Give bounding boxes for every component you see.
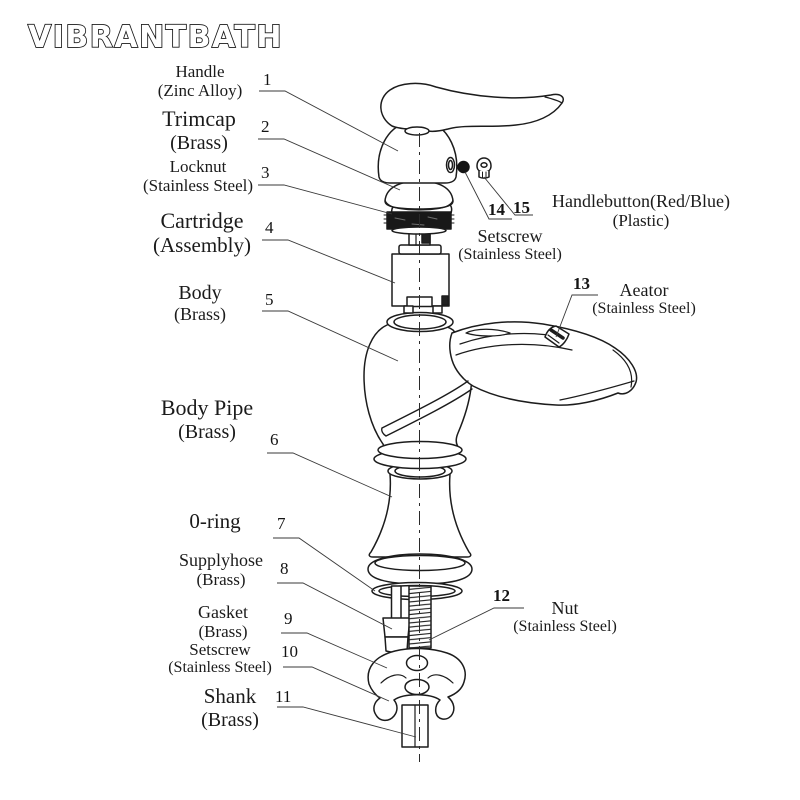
leader-12 — [428, 607, 524, 641]
label-o-ring: 0-ring — [189, 509, 241, 533]
label-gasket: Gasket (Brass) — [198, 602, 248, 642]
brand-logo: VIBRANTBATH — [28, 20, 283, 55]
callout-number-13: 13 — [573, 274, 590, 293]
callout-number-15: 15 — [513, 198, 530, 217]
label-setscrew-right: Setscrew (Stainless Steel) — [458, 226, 562, 264]
label-cartridge: Cartridge (Assembly) — [153, 208, 251, 257]
leader-15 — [483, 176, 533, 216]
handle-lever — [380, 82, 564, 133]
leader-1 — [259, 90, 399, 152]
callout-number-9: 9 — [284, 609, 293, 628]
callout-number-14: 14 — [488, 200, 505, 219]
callout-number-11: 11 — [275, 687, 292, 706]
label-supplyhose: Supplyhose (Brass) — [178, 550, 264, 590]
callout-number-3: 3 — [261, 163, 270, 182]
handle-part — [377, 82, 564, 184]
label-trimcap: Trimcap (Brass) — [162, 106, 236, 154]
label-shank: Shank (Brass) — [201, 684, 259, 731]
faucet-parts — [363, 82, 638, 748]
callout-number-4: 4 — [265, 218, 274, 237]
callout-number-10: 10 — [281, 642, 298, 661]
leader-11 — [277, 706, 417, 738]
callout-number-2: 2 — [261, 117, 270, 136]
leader-14 — [464, 171, 512, 220]
label-nut: Nut (Stainless Steel) — [513, 598, 617, 636]
leader-8 — [277, 582, 393, 630]
label-locknut: Locknut (Stainless Steel) — [142, 157, 254, 196]
handlebutton-part — [457, 160, 470, 174]
leader-5 — [262, 310, 399, 362]
callout-number-6: 6 — [270, 430, 279, 449]
cartridge-part — [391, 230, 450, 314]
label-body-pipe: Body Pipe (Brass) — [160, 395, 254, 443]
callout-number-1: 1 — [263, 70, 272, 89]
gasket-part — [367, 647, 466, 722]
label-body: Body (Brass) — [174, 282, 226, 325]
callout-number-5: 5 — [265, 290, 274, 309]
supplyhose-part — [382, 585, 411, 654]
shank-part — [401, 704, 429, 748]
leader-9 — [281, 632, 388, 669]
leader-6 — [267, 452, 393, 498]
callout-number-8: 8 — [280, 559, 289, 578]
label-handlebutton: Handlebutton(Red/Blue) (Plastic) — [552, 191, 730, 231]
label-handle: Handle (Zinc Alloy) — [157, 62, 243, 101]
label-setscrew-left: Setscrew (Stainless Steel) — [168, 640, 272, 677]
leader-lines — [258, 90, 598, 738]
setscrew-part — [476, 157, 492, 179]
label-aeator: Aeator (Stainless Steel) — [592, 280, 696, 318]
leader-4 — [262, 239, 396, 284]
callout-number-7: 7 — [277, 514, 286, 533]
leader-2 — [258, 138, 401, 191]
leader-13 — [555, 294, 598, 338]
leader-7 — [273, 537, 376, 592]
body-part — [363, 320, 638, 451]
leader-10 — [283, 666, 390, 702]
leader-3 — [258, 184, 393, 215]
callout-number-12: 12 — [493, 586, 510, 605]
